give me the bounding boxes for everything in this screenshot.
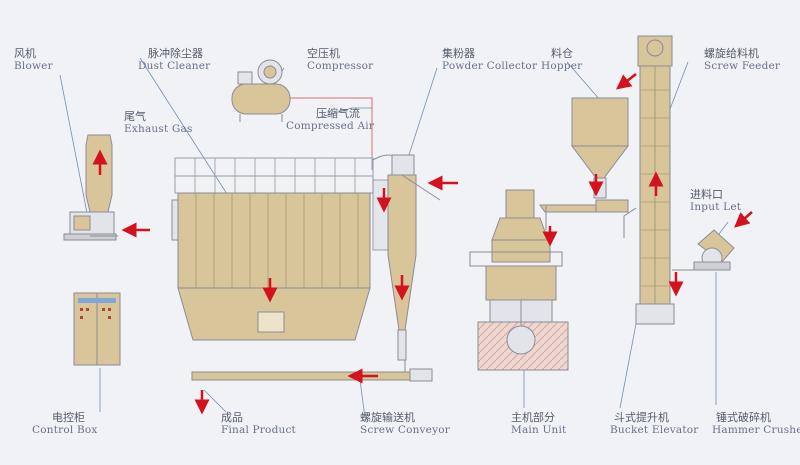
blower-label-cn: 风机	[14, 47, 36, 60]
label-screw-conveyor: 螺旋输送机 Screw Conveyor	[360, 411, 450, 437]
bucket-elevator-icon	[623, 35, 675, 325]
control-box-label-cn: 电控柜	[52, 411, 85, 424]
dust-cleaner-icon	[171, 157, 374, 341]
final-product-label-cn: 成品	[221, 411, 243, 424]
exhaust-gas-label-cn: 尾气	[124, 110, 146, 123]
powder-collector-icon	[387, 154, 441, 361]
screw-feeder-label-cn: 螺旋给料机	[704, 47, 759, 60]
screw-conveyor-label-cn: 螺旋输送机	[360, 411, 415, 424]
dust-cleaner-label-en: Dust Cleaner	[138, 60, 211, 72]
hammer-crusher-icon	[672, 229, 735, 271]
screw-conveyor-label-en: Screw Conveyor	[360, 424, 450, 436]
control-box-icon	[73, 292, 121, 366]
screw-conveyor-icon	[191, 360, 433, 382]
label-exhaust-gas: 尾气 Exhaust Gas	[124, 110, 193, 136]
screw-feeder-label-en: Screw Feeder	[704, 60, 781, 72]
compressed-air-label-cn: 压缩气流	[316, 107, 360, 120]
flow-arrow-icon	[92, 73, 753, 415]
main-unit-icon	[469, 189, 569, 371]
compressor-label-cn: 空压机	[307, 47, 340, 60]
blower-icon	[63, 134, 118, 241]
hopper-label-cn: 料仓	[551, 47, 573, 60]
bucket-elevator-label-en: Bucket Elevator	[610, 424, 699, 436]
label-blower: 风机 Blower	[14, 47, 53, 73]
label-control-box: 电控柜 Control Box	[32, 411, 98, 437]
hopper-label-en: Hopper	[541, 60, 583, 72]
label-final-product: 成品 Final Product	[221, 411, 296, 437]
label-input-let: 进料口 Input Let	[690, 188, 741, 214]
label-bucket-elevator: 斗式提升机 Bucket Elevator	[610, 411, 698, 437]
leader-lines	[59, 57, 729, 419]
screw-feeder-icon	[539, 199, 629, 230]
label-hammer-crusher: 锤式破碎机 Hammer Crusher	[712, 411, 800, 437]
label-dust-cleaner: 脉冲除尘器 Dust Cleaner	[138, 47, 210, 73]
label-hopper: 料仓 Hopper	[541, 47, 582, 73]
bucket-elevator-label-cn: 斗式提升机	[614, 411, 669, 424]
label-compressed-air: 压缩气流 Compressed Air	[286, 107, 374, 133]
main-unit-label-en: Main Unit	[511, 424, 567, 436]
compressed-air-pipe	[290, 97, 373, 155]
label-powder-collector: 集粉器 Powder Collector	[442, 47, 537, 73]
compressed-air-label-en: Compressed Air	[286, 120, 375, 132]
label-main-unit: 主机部分 Main Unit	[511, 411, 566, 437]
blower-label-en: Blower	[14, 60, 53, 72]
control-box-label-en: Control Box	[32, 424, 98, 436]
label-compressor: 空压机 Compressor	[307, 47, 373, 73]
hammer-crusher-label-cn: 锤式破碎机	[716, 411, 771, 424]
hopper-icon	[571, 97, 629, 199]
exhaust-gas-label-en: Exhaust Gas	[124, 123, 193, 135]
powder-collector-label-en: Powder Collector	[442, 60, 538, 72]
hammer-crusher-label-en: Hammer Crusher	[712, 424, 800, 436]
powder-collector-label-cn: 集粉器	[442, 47, 475, 60]
compressor-label-en: Compressor	[307, 60, 374, 72]
input-let-label-en: Input Let	[690, 201, 742, 213]
main-unit-label-cn: 主机部分	[511, 411, 555, 424]
label-screw-feeder: 螺旋给料机 Screw Feeder	[704, 47, 780, 73]
compressor-icon	[231, 59, 291, 122]
dust-cleaner-label-cn: 脉冲除尘器	[148, 47, 203, 60]
final-product-label-en: Final Product	[221, 424, 296, 436]
input-let-label-cn: 进料口	[690, 188, 723, 201]
